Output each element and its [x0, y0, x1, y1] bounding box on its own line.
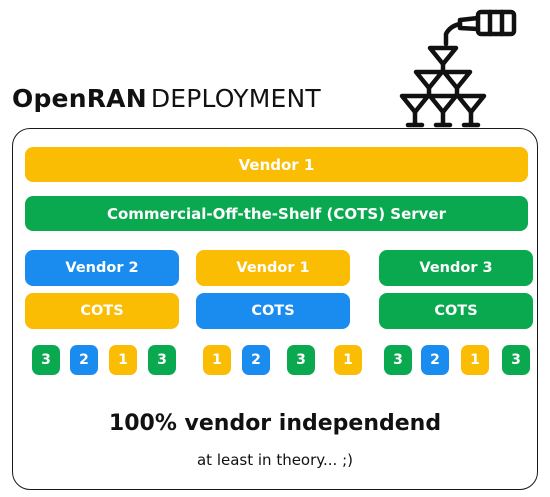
champagne-tower-icon — [399, 9, 517, 128]
column-1-chip-4: 3 — [148, 345, 176, 375]
column-1-vendor-bar: Vendor 2 — [25, 250, 179, 286]
column-3-chip-3: 1 — [461, 345, 489, 375]
cots-server-label: Commercial-Off-the-Shelf (COTS) Server — [106, 204, 447, 223]
column-3-vendor-label: Vendor 3 — [419, 260, 493, 276]
top-vendor-bar: Vendor 1 — [25, 147, 528, 182]
column-1-cots-bar: COTS — [25, 293, 179, 329]
column-3-chip-4: 3 — [502, 345, 530, 375]
column-3-chip-1: 3 — [384, 345, 412, 375]
column-1-chip-3: 1 — [109, 345, 137, 375]
column-3-cots-label: COTS — [434, 303, 478, 319]
column-1-chip-2: 2 — [70, 345, 98, 375]
column-3-cots-bar: COTS — [379, 293, 533, 329]
independence-heading: 100% vendor independend — [108, 411, 442, 436]
column-2-cots-bar: COTS — [196, 293, 350, 329]
column-1-chip-1: 3 — [32, 345, 60, 375]
column-2-vendor-bar: Vendor 1 — [196, 250, 350, 286]
cots-server-bar: Commercial-Off-the-Shelf (COTS) Server — [25, 196, 528, 231]
column-1-vendor-label: Vendor 2 — [65, 260, 139, 276]
title-brand: OpenRAN — [12, 84, 147, 113]
top-vendor-label: Vendor 1 — [238, 155, 315, 174]
independence-note: at least in theory... ;) — [196, 451, 353, 469]
column-2-vendor-label: Vendor 1 — [236, 260, 310, 276]
column-2-chip-2: 2 — [242, 345, 270, 375]
column-3-chip-2: 2 — [421, 345, 449, 375]
title-suffix: DEPLOYMENT — [150, 84, 321, 113]
column-2-chip-3: 3 — [287, 345, 315, 375]
column-1-cots-label: COTS — [80, 303, 124, 319]
column-2-chip-1: 1 — [203, 345, 231, 375]
column-2-cots-label: COTS — [251, 303, 295, 319]
column-3-vendor-bar: Vendor 3 — [379, 250, 533, 286]
column-2-chip-4: 1 — [334, 345, 362, 375]
